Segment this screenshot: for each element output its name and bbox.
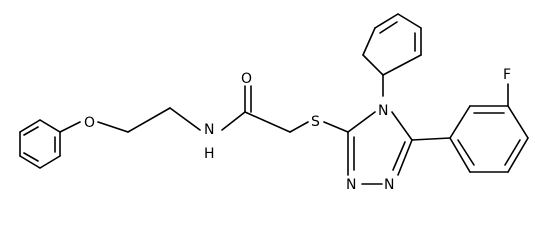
atom-label-n4-triazole: N	[378, 103, 388, 119]
atom-label-sulfur: S	[311, 114, 320, 130]
atom-label-n2-triazole: N	[346, 177, 356, 193]
structure-canvas: O N H O S N N N F	[19, 13, 529, 193]
molecule-diagram: O N H O S N N N F	[19, 13, 529, 193]
atom-label-o-carbonyl: O	[241, 71, 252, 87]
atom-label-fluorine: F	[503, 67, 511, 83]
atom-label-n1-triazole: N	[384, 177, 394, 193]
phenoxy-ring	[19, 119, 61, 169]
atom-label-o-ether: O	[84, 115, 95, 131]
atom-label-n-amide: N	[204, 122, 214, 138]
n-phenyl-ring	[362, 13, 422, 97]
thioether-bond	[323, 121, 349, 133]
fluorophenyl-ring	[411, 83, 529, 173]
ethoxy-chain	[59, 107, 201, 133]
triazole-ring	[347, 111, 413, 185]
amide-group	[221, 85, 309, 133]
atom-label-h-amide: H	[204, 146, 215, 162]
